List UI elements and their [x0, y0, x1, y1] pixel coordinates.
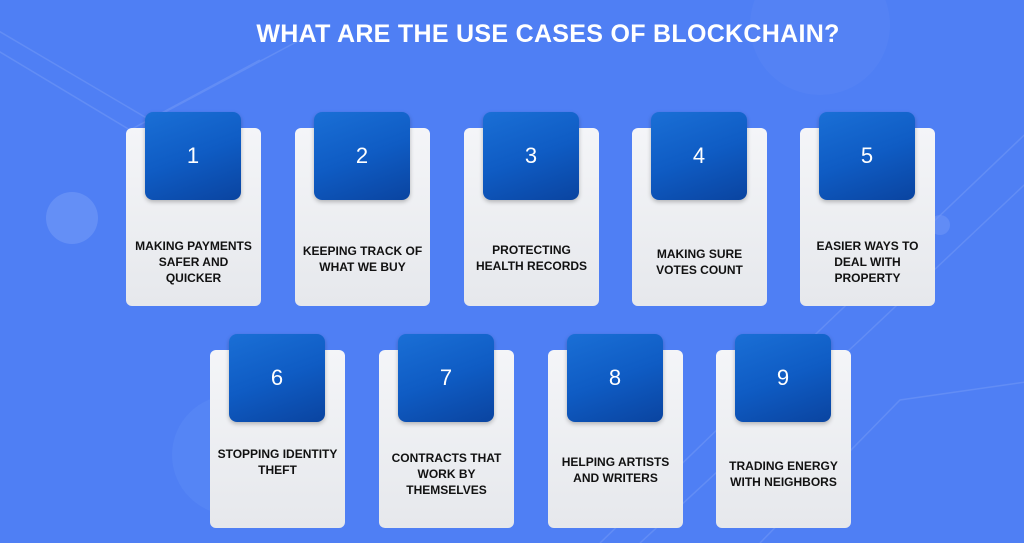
use-case-label-6: STOPPING IDENTITY THEFT — [217, 447, 338, 477]
use-case-label-2: KEEPING TRACK OF WHAT WE BUY — [302, 244, 423, 274]
use-case-label-5: EASIER WAYS TO DEAL WITH PROPERTY — [816, 239, 919, 285]
page-title: WHAT ARE THE USE CASES OF BLOCKCHAIN? — [256, 20, 840, 48]
number-badge-3: 3 — [483, 112, 579, 200]
use-case-label-3: PROTECTING HEALTH RECORDS — [475, 243, 588, 273]
use-case-label-4: MAKING SURE VOTES COUNT — [656, 247, 743, 277]
use-case-label-8: HELPING ARTISTS AND WRITERS — [561, 455, 670, 485]
number-badge-9: 9 — [735, 334, 831, 422]
number-badge-6: 6 — [229, 334, 325, 422]
use-case-label-1: MAKING PAYMENTS SAFER AND QUICKER — [135, 239, 252, 285]
number-badge-4: 4 — [651, 112, 747, 200]
number-badge-7: 7 — [398, 334, 494, 422]
number-badge-2: 2 — [314, 112, 410, 200]
number-badge-1: 1 — [145, 112, 241, 200]
number-badge-8: 8 — [567, 334, 663, 422]
number-badge-5: 5 — [819, 112, 915, 200]
use-case-label-9: TRADING ENERGY WITH NEIGHBORS — [729, 459, 838, 489]
use-case-label-7: CONTRACTS THAT WORK BY THEMSELVES — [391, 451, 502, 497]
